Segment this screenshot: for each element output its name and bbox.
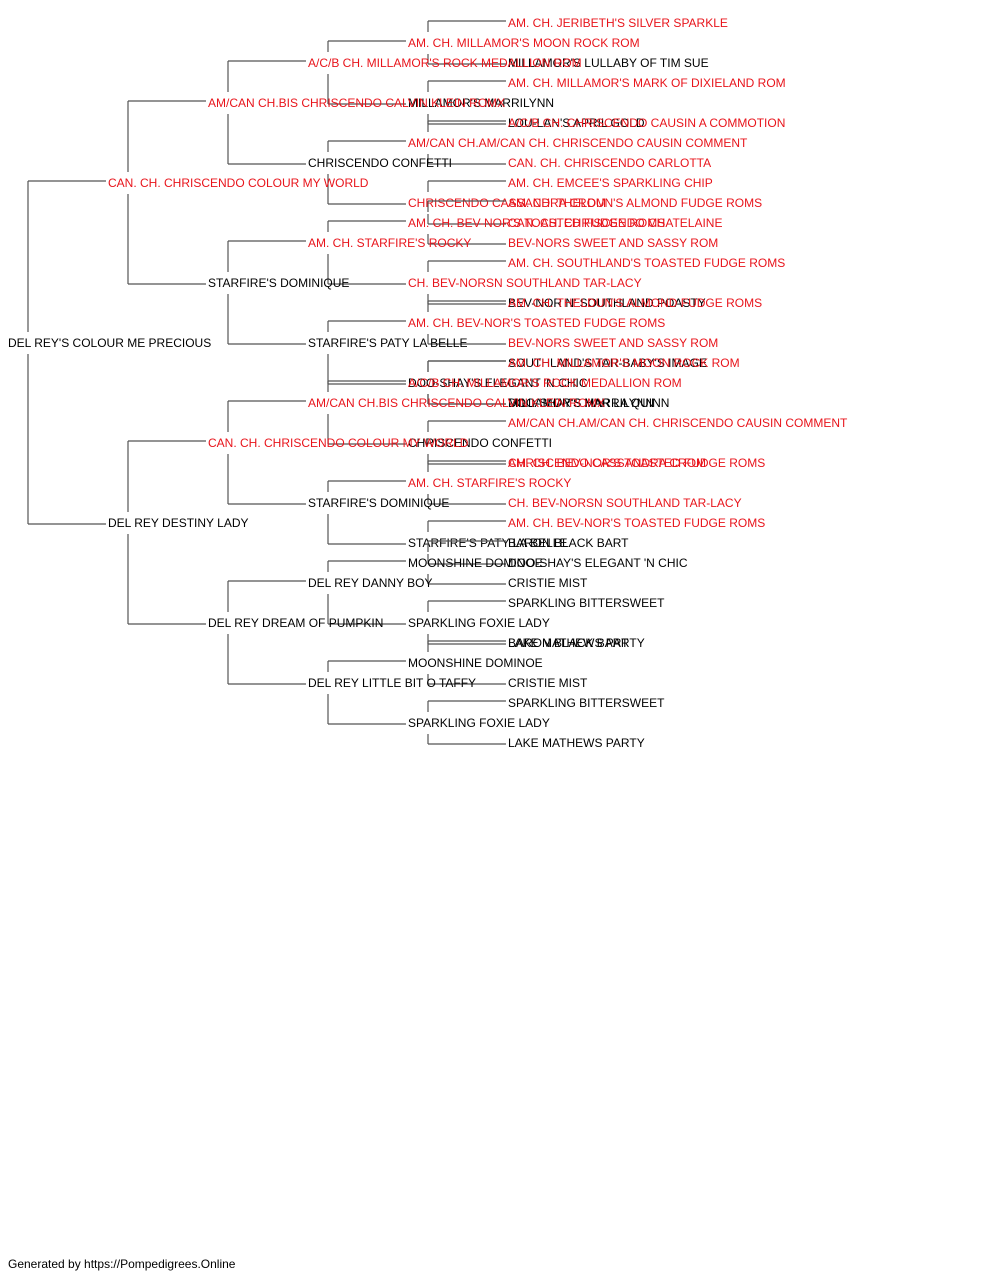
ancestor-name: CH. BEV-NORSN SOUTHLAND TAR-LACY — [508, 496, 742, 510]
ancestor-name: MILLAMOR'S LULLABY OF TIM SUE — [508, 56, 709, 70]
ancestor-name: AM/CAN CH.AM/CAN CH. CHRISCENDO CAUSIN C… — [508, 416, 848, 430]
subject-dog-name: DEL REY'S COLOUR ME PRECIOUS — [8, 336, 211, 350]
ancestor-name: AM/CAN CH.AM/CAN CH. CHRISCENDO CAUSIN C… — [408, 136, 748, 150]
ancestor-name: A/C/B CH. MILLAMOR'S ROCK MEDALLION ROM — [308, 56, 582, 70]
ancestor-name: CHRISCENDO CONFETTI — [308, 156, 452, 170]
ancestor-name: MOONSHINE DOMINOE — [408, 656, 543, 670]
ancestor-name: LAKE MATHEWS PARTY — [508, 636, 645, 650]
ancestor-name: AM. CH. BEV-NOR'S TOASTED FUDGE ROMS — [408, 316, 665, 330]
ancestor-name: MILLAMOR'S MARRILYNN — [508, 396, 654, 410]
ancestor-name: CRISTIE MIST — [508, 576, 588, 590]
ancestor-name: DEL REY DESTINY LADY — [108, 516, 249, 530]
ancestor-name: BARON BLACK BART — [508, 536, 629, 550]
ancestor-name: DEL REY DANNY BOY — [308, 576, 433, 590]
ancestor-name: STARFIRE'S PATY LA BELLE — [408, 536, 567, 550]
ancestor-name: AM. CH. MILLAMOR'S MOON ROCK ROM — [408, 36, 640, 50]
ancestor-name: AM. CH. EMCEE'S SPARKLING CHIP — [508, 176, 713, 190]
ancestor-name: A/C/B CH. CHRISCENDO CAUSIN A COMMOTION — [508, 116, 785, 130]
ancestor-name: DEL REY LITTLE BIT O TAFFY — [308, 676, 476, 690]
ancestor-name: CHRISCENDO CONFETTI — [408, 436, 552, 450]
ancestor-name: CH. BEV-NORSN SOUTHLAND TAR-LACY — [408, 276, 642, 290]
ancestor-name: DOO-SHAY'S HAR LA QUINN — [508, 396, 669, 410]
ancestor-name: AM. CH. MILLAMOR'S MOON ROCK ROM — [508, 356, 740, 370]
ancestor-name: MILLAMOR'S MARRILYNN — [408, 96, 554, 110]
ancestor-name: SOUTHLAND'S TAR-BABY'S IMAGE — [508, 356, 707, 370]
ancestor-name: CRISTIE MIST — [508, 676, 588, 690]
ancestor-name: AM. CH. BEV-NOR'S TOASTED FUDGE ROMS — [508, 456, 765, 470]
ancestor-name: CAN. CH. CHRISCENDO CARLOTTA — [508, 156, 711, 170]
ancestor-name: LOU-LAN'S APRIL GOLD — [508, 116, 645, 130]
ancestor-name: SPARKLING BITTERSWEET — [508, 596, 665, 610]
ancestor-name: STARFIRE'S DOMINIQUE — [208, 276, 349, 290]
ancestor-name: AM. CH. THELDUN'S ALMOND FUDGE ROMS — [508, 196, 762, 210]
ancestor-name: SPARKLING FOXIE LADY — [408, 716, 550, 730]
ancestor-name: BEV-NORS SWEET AND SASSY ROM — [508, 236, 718, 250]
ancestor-name: AM. CH. MILLAMOR'S MARK OF DIXIELAND ROM — [508, 76, 786, 90]
ancestor-name: A/C/B CH. MILLAMOR'S ROCK MEDALLION ROM — [408, 376, 682, 390]
ancestor-name: BEV-NORS SWEET AND SASSY ROM — [508, 336, 718, 350]
ancestor-name: BARON BLACK BART — [508, 636, 629, 650]
ancestor-name: STARFIRE'S PATY LA BELLE — [308, 336, 467, 350]
ancestor-name: CAN. CH. CHRISCENDO CHATELAINE — [508, 216, 722, 230]
ancestor-name: MOONSHINE DOMINOE — [408, 556, 543, 570]
ancestor-name: AM/CAN CH.BIS CHRISCENDO CALVIN KLEIN RO… — [208, 96, 505, 110]
ancestor-name: AM. CH. THELDUN'S ALMOND FUDGE ROMS — [508, 296, 762, 310]
ancestor-name: AM. CH. BEV-NOR'S TOASTED FUDGE ROMS — [508, 516, 765, 530]
ancestor-name: SPARKLING FOXIE LADY — [408, 616, 550, 630]
ancestor-name: LAKE MATHEWS PARTY — [508, 736, 645, 750]
ancestor-name: DEL REY DREAM OF PUMPKIN — [208, 616, 383, 630]
ancestor-name: STARFIRE'S DOMINIQUE — [308, 496, 449, 510]
footer-credit: Generated by https://Pompedigrees.Online — [8, 1257, 236, 1271]
ancestor-name: BEV-NOR N' SOUTHLAND POASTY — [508, 296, 706, 310]
ancestor-name: DOO-SHAY'S ELEGANT 'N CHIC — [408, 376, 588, 390]
ancestor-name: CHRISCENDO CASSANDRA CROM — [508, 456, 706, 470]
ancestor-name: AM. CH. JERIBETH'S SILVER SPARKLE — [508, 16, 728, 30]
ancestor-name: AM. CH. SOUTHLAND'S TOASTED FUDGE ROMS — [508, 256, 785, 270]
ancestor-name: AM. CH. STARFIRE'S ROCKY — [408, 476, 571, 490]
ancestor-name: CAN. CH. CHRISCENDO COLOUR MY WORLD — [108, 176, 369, 190]
ancestor-name: CAN. CH. CHRISCENDO COLOUR MY WORLD — [208, 436, 469, 450]
ancestor-name: CHRISCENDO CASSANDRA CROM — [408, 196, 606, 210]
ancestor-name: AM. CH. BEV-NOR'S TOASTED FUDGE ROMS — [408, 216, 665, 230]
ancestor-name: DOO-SHAY'S ELEGANT 'N CHIC — [508, 556, 688, 570]
ancestor-name: SPARKLING BITTERSWEET — [508, 696, 665, 710]
ancestor-name: AM. CH. STARFIRE'S ROCKY — [308, 236, 471, 250]
ancestor-name: AM/CAN CH.BIS CHRISCENDO CALVIN KLEIN RO… — [308, 396, 605, 410]
